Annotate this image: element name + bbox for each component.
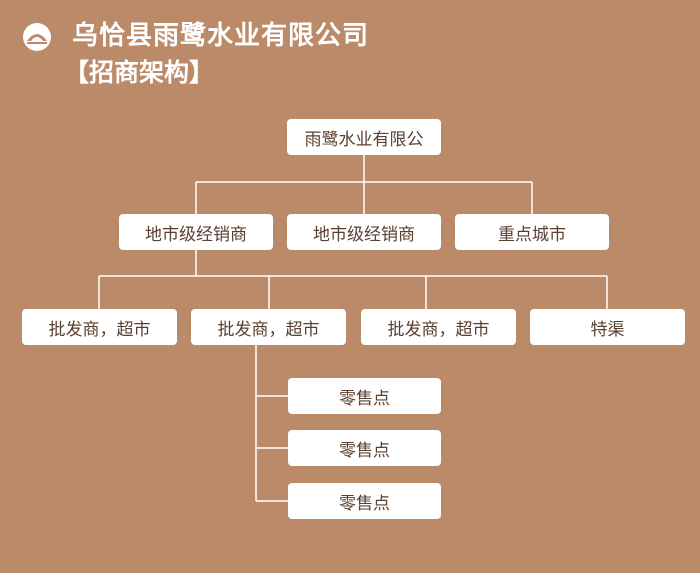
org-node-level1-key-city: 重点城市 <box>455 214 609 250</box>
org-node-level2-wholesaler-3: 批发商，超市 <box>361 309 516 345</box>
org-node-level3-retail-2: 零售点 <box>288 430 441 466</box>
org-node-level1-distributor-1: 地市级经销商 <box>119 214 273 250</box>
org-node-level2-wholesaler-1: 批发商，超市 <box>22 309 177 345</box>
org-node-level2-wholesaler-2: 批发商，超市 <box>191 309 346 345</box>
org-node-root: 雨鹭水业有限公 <box>287 119 441 155</box>
org-node-level2-special-channel: 特渠 <box>530 309 685 345</box>
org-node-level3-retail-1: 零售点 <box>288 378 441 414</box>
org-node-level1-distributor-2: 地市级经销商 <box>287 214 441 250</box>
logo-icon <box>22 22 52 52</box>
page-subtitle: 【招商架构】 <box>64 58 215 87</box>
page-title: 乌恰县雨鹭水业有限公司 <box>72 21 370 51</box>
org-node-level3-retail-3: 零售点 <box>288 483 441 519</box>
